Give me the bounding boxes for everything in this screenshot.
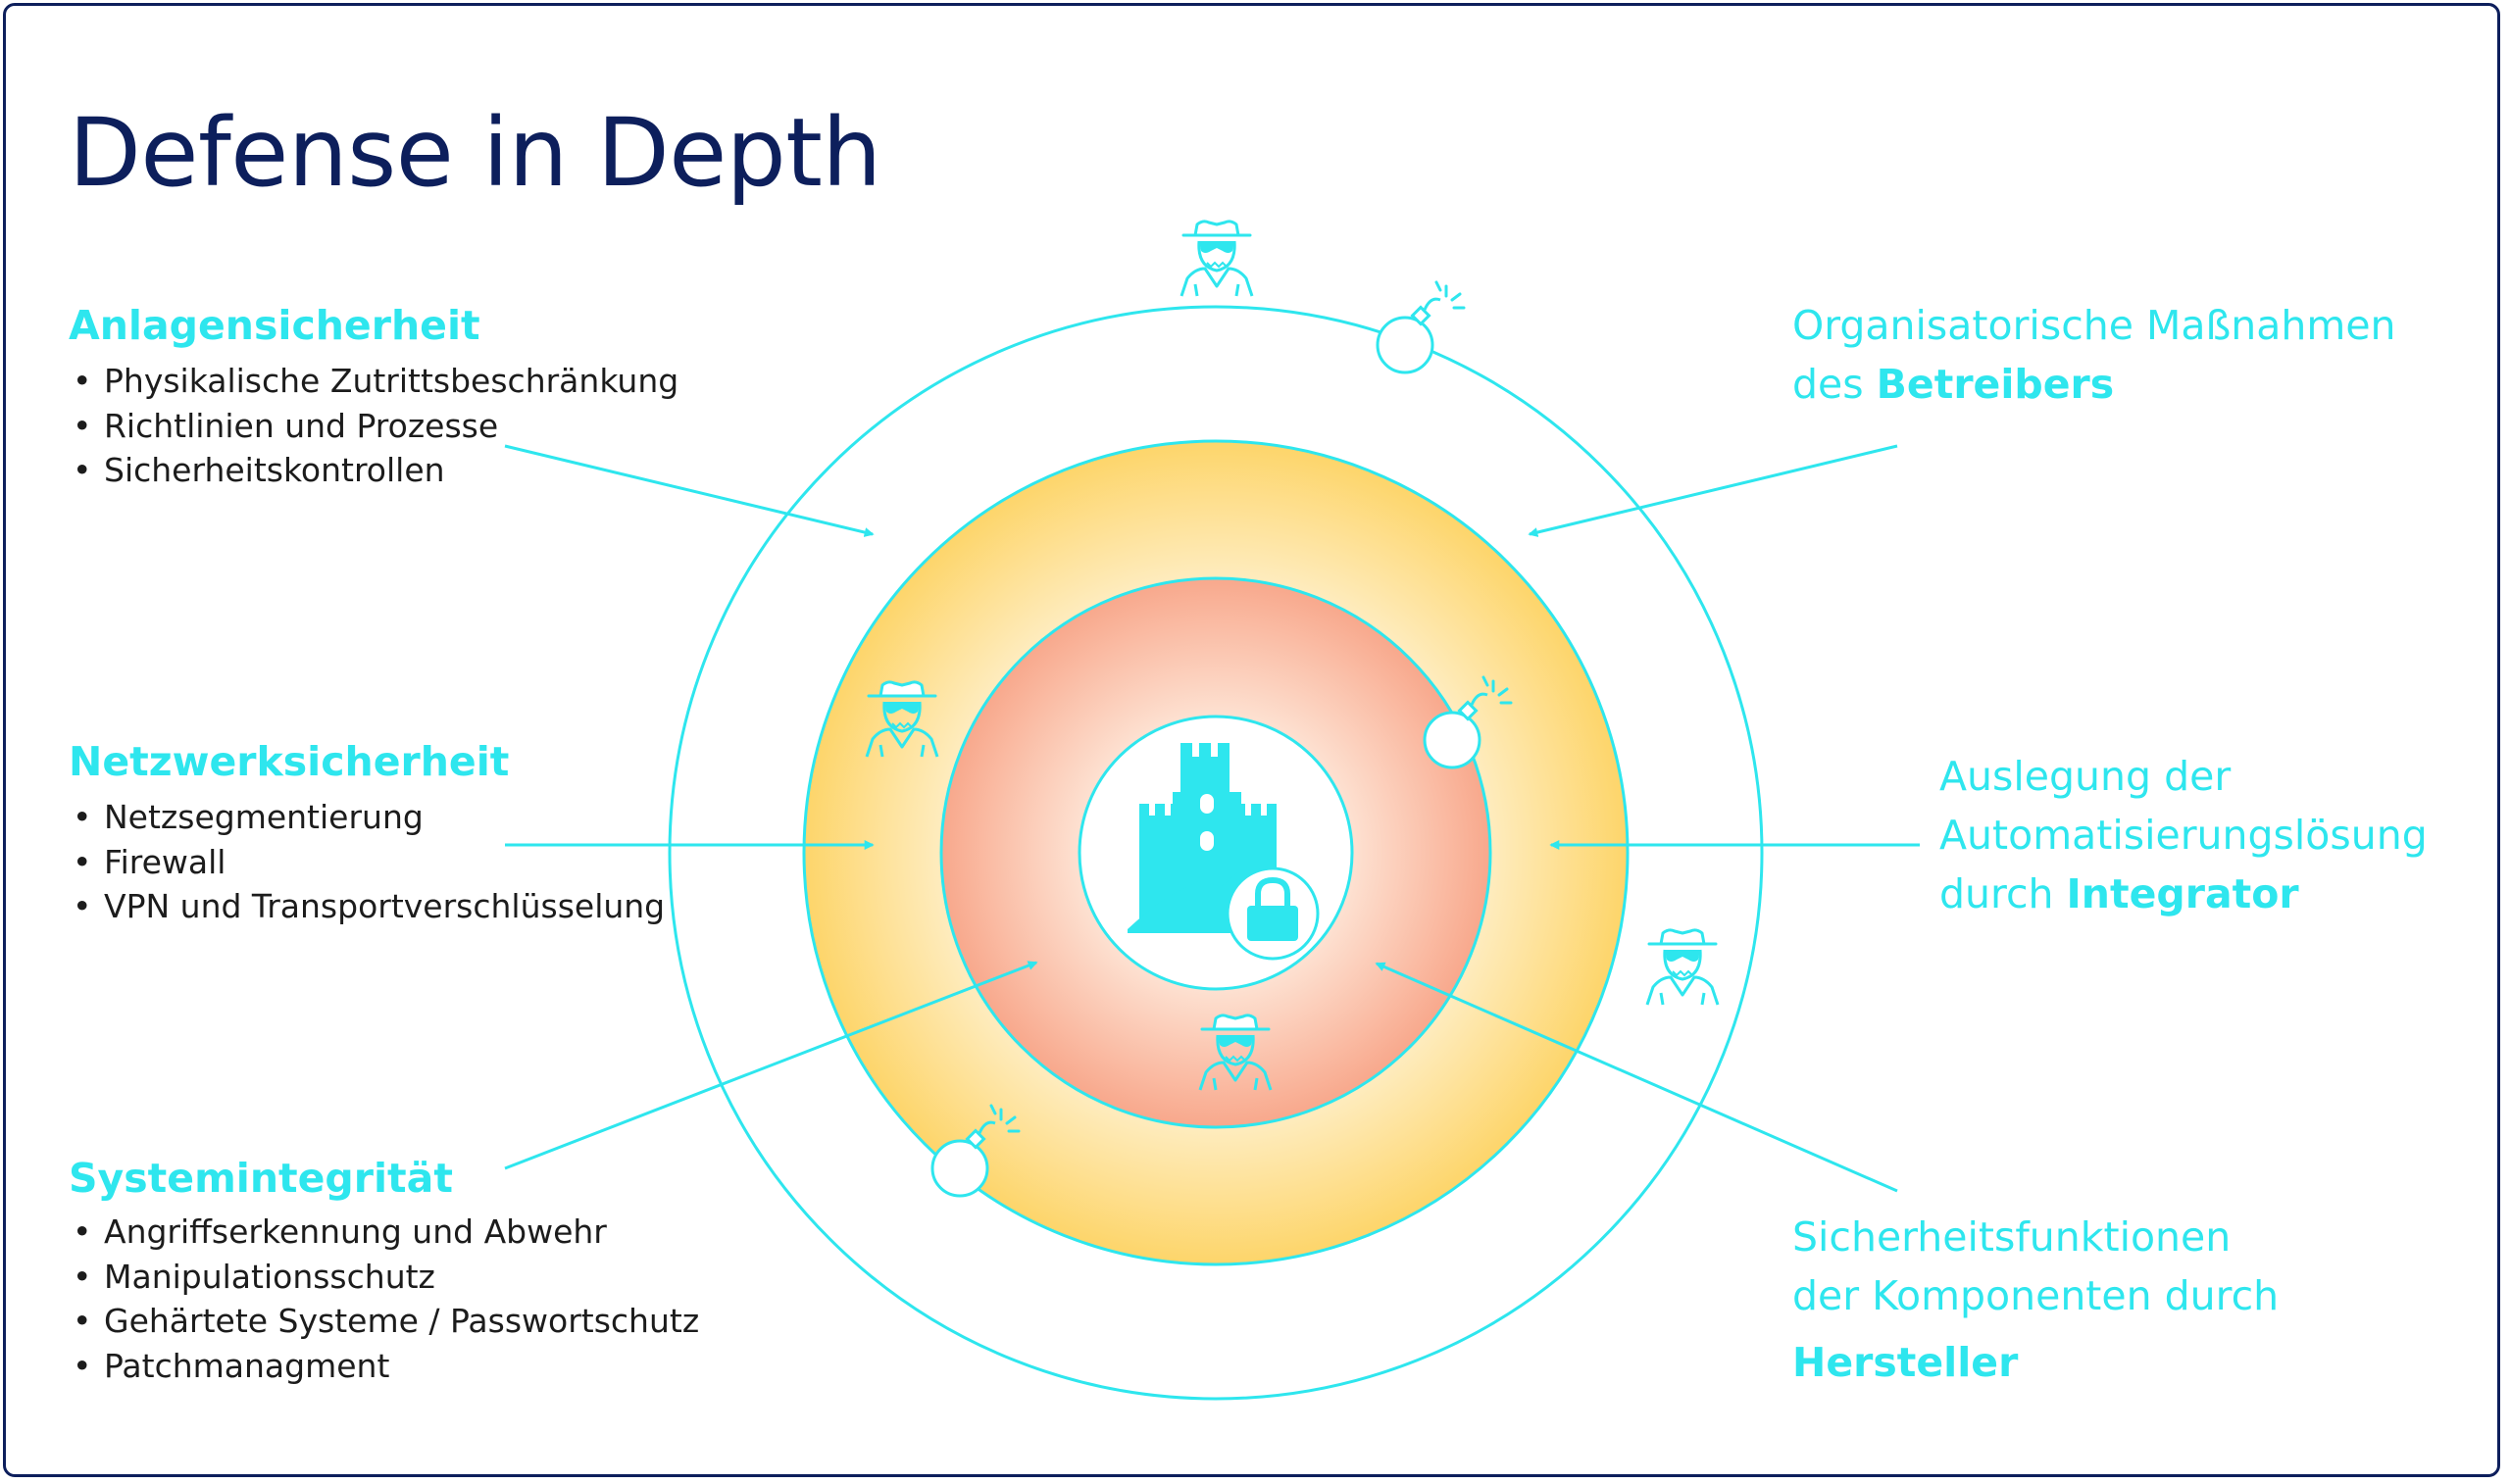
list-item: Netzsegmentierung bbox=[69, 795, 665, 840]
label-manufacturer-line2: der Komponenten durch bbox=[1792, 1272, 2280, 1319]
castle-window bbox=[1200, 831, 1214, 851]
arrow-anlagensicherheit bbox=[504, 444, 875, 537]
arrow-operator bbox=[1528, 444, 1898, 537]
section-heading-systemintegritaet: Systemintegrität bbox=[69, 1155, 453, 1202]
list-item: Physikalische Zutrittsbeschränkung bbox=[69, 359, 678, 404]
list-netzwerksicherheit: Netzsegmentierung Firewall VPN und Trans… bbox=[69, 795, 665, 929]
label-manufacturer-line1: Sicherheitsfunktionen bbox=[1792, 1213, 2232, 1261]
hacker-icon bbox=[1180, 220, 1254, 298]
section-heading-anlagensicherheit: Anlagensicherheit bbox=[69, 302, 480, 349]
label-operator: Organisatorische Maßnahmen des Betreiber… bbox=[1792, 296, 2396, 414]
castle-window bbox=[1200, 794, 1214, 814]
section-heading-netzwerksicherheit: Netzwerksicherheit bbox=[69, 738, 510, 785]
list-item: Richtlinien und Prozesse bbox=[69, 404, 678, 449]
list-item: Angriffserkennung und Abwehr bbox=[69, 1210, 699, 1255]
list-item: Firewall bbox=[69, 840, 665, 885]
label-manufacturer: Sicherheitsfunktionen der Komponenten du… bbox=[1792, 1208, 2279, 1392]
label-integrator: Auslegung der Automatisierungslösung dur… bbox=[1939, 747, 2428, 923]
label-operator-line1: Organisatorische Maßnahmen bbox=[1792, 302, 2396, 349]
padlock-icon bbox=[1226, 866, 1320, 961]
label-integrator-line2: Automatisierungslösung bbox=[1939, 812, 2428, 859]
arrow-systemintegritaet bbox=[504, 961, 1038, 1170]
list-item: Manipulationsschutz bbox=[69, 1255, 699, 1300]
list-item: Patchmanagment bbox=[69, 1344, 699, 1389]
list-item: Gehärtete Systeme / Passwortschutz bbox=[69, 1299, 699, 1344]
arrow-manufacturer bbox=[1375, 962, 1898, 1193]
list-systemintegritaet: Angriffserkennung und Abwehr Manipulatio… bbox=[69, 1210, 699, 1388]
label-operator-prefix: des bbox=[1792, 361, 1877, 408]
list-item: Sicherheitskontrollen bbox=[69, 448, 678, 493]
list-anlagensicherheit: Physikalische Zutrittsbeschränkung Richt… bbox=[69, 359, 678, 493]
label-integrator-prefix: durch bbox=[1939, 870, 2067, 917]
label-operator-bold: Betreibers bbox=[1876, 361, 2115, 408]
label-manufacturer-bold: Hersteller bbox=[1792, 1339, 2019, 1386]
label-integrator-bold: Integrator bbox=[2066, 870, 2299, 917]
page-title: Defense in Depth bbox=[69, 98, 881, 208]
label-integrator-line1: Auslegung der bbox=[1939, 753, 2232, 800]
list-item: VPN und Transportverschlüsselung bbox=[69, 884, 665, 929]
